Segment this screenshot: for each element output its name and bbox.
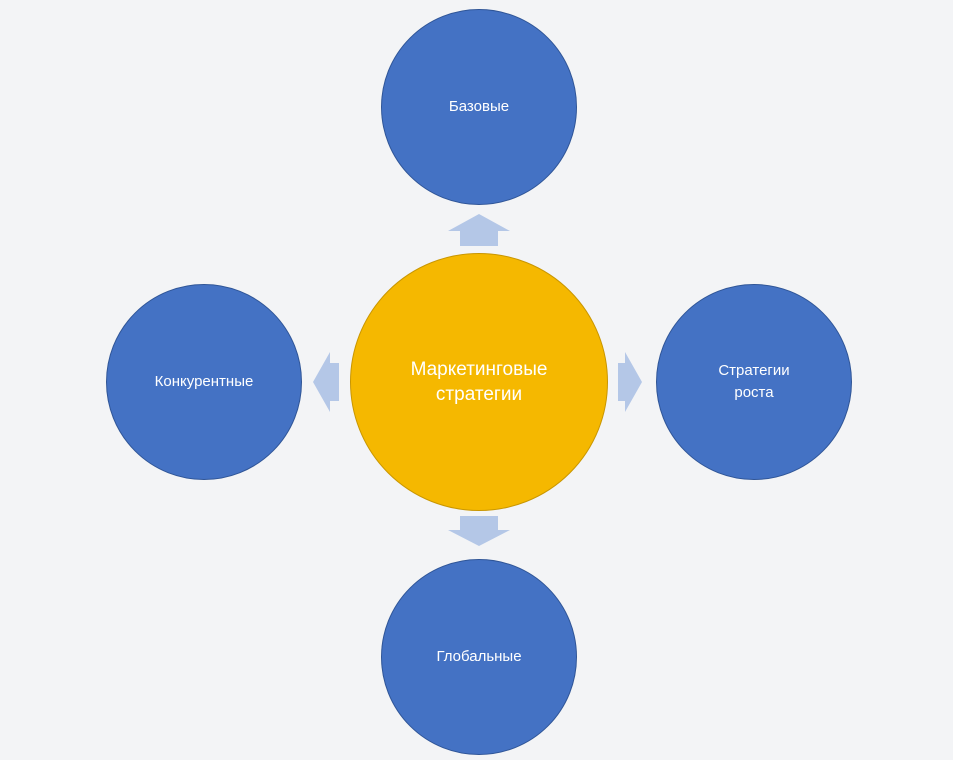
node-bottom: Глобальные [381,559,577,755]
node-top-label: Базовые [448,98,510,115]
node-left: Конкурентные [106,284,302,480]
arrow-down [448,516,510,546]
node-right: Стратегии роста [656,284,852,480]
node-center-label: Маркетинговые стратегии [410,359,548,405]
node-left-label: Конкурентные [154,373,254,390]
arrow-left [313,352,339,412]
node-center: Маркетинговые стратегии [350,253,608,511]
node-right-label: Стратегии роста [718,362,790,401]
node-bottom-label: Глобальные [436,648,522,665]
arrow-up [448,214,510,246]
node-top: Базовые [381,9,577,205]
arrow-right [618,352,642,412]
